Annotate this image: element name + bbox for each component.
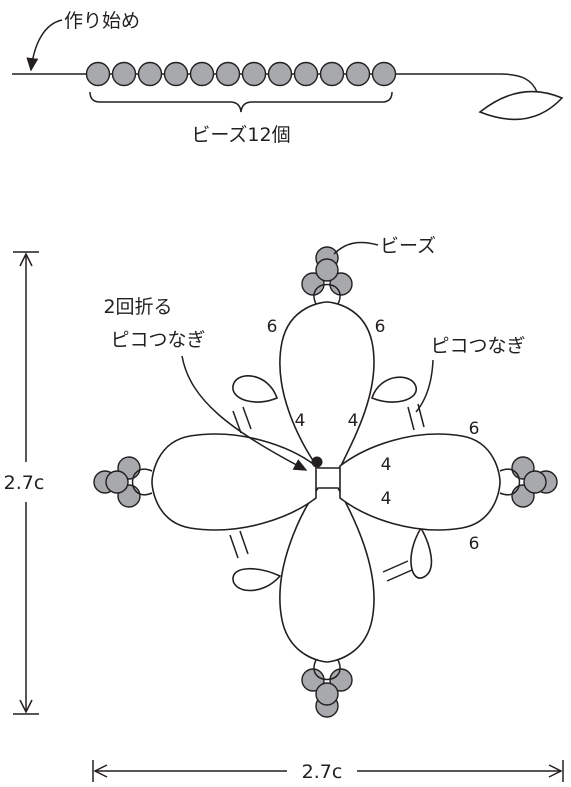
center-dot xyxy=(311,456,323,468)
count-inner-a: 4 xyxy=(295,411,306,431)
bead-row xyxy=(85,61,397,87)
beads-label: ビーズ xyxy=(380,235,436,257)
picot-joins xyxy=(229,403,425,582)
large-ring-left xyxy=(151,433,317,531)
bead xyxy=(85,61,111,87)
picot-join-leader xyxy=(415,359,434,413)
width-dimension: 2.7c xyxy=(92,760,564,783)
count-right-bottom: 6 xyxy=(469,534,480,554)
fold-label-line2: ピコつなぎ xyxy=(110,329,205,351)
start-section: 作り始め ビーズ12個 xyxy=(12,10,564,146)
count-inner-d: 4 xyxy=(381,489,392,509)
bead-bracket xyxy=(89,91,393,113)
bead xyxy=(137,61,163,87)
beads-leader xyxy=(333,241,379,255)
bead xyxy=(215,61,241,87)
fold-label-line1: 2回折る xyxy=(103,296,172,318)
large-ring-right xyxy=(339,433,501,531)
bead xyxy=(345,61,371,87)
bead xyxy=(163,61,189,87)
bead xyxy=(267,61,293,87)
count-inner-c: 4 xyxy=(381,455,392,475)
shuttle-icon xyxy=(478,90,564,121)
motif xyxy=(93,241,558,718)
bead xyxy=(371,61,397,87)
count-inner-b: 4 xyxy=(348,411,359,431)
small-ring-upper-left xyxy=(232,375,279,403)
bead xyxy=(241,61,267,87)
bead xyxy=(319,61,345,87)
width-label: 2.7c xyxy=(302,761,343,783)
count-right-top: 6 xyxy=(469,419,480,439)
bead xyxy=(111,61,137,87)
bead-cluster-bottom xyxy=(301,659,353,718)
small-ring-lower-right xyxy=(410,526,433,579)
large-ring-bottom xyxy=(279,487,375,663)
fold-arrow xyxy=(181,355,308,471)
start-thread xyxy=(12,73,538,93)
bead-count-label: ビーズ12個 xyxy=(191,124,290,146)
small-ring-lower-left xyxy=(232,567,282,592)
count-top-left: 6 xyxy=(267,317,278,337)
bead xyxy=(189,61,215,87)
height-label: 2.7c xyxy=(4,472,45,494)
picot-join-label: ピコつなぎ xyxy=(430,335,525,357)
large-ring-top xyxy=(279,301,375,469)
bead-cluster-left xyxy=(93,456,153,508)
small-rings xyxy=(232,375,433,592)
bead xyxy=(293,61,319,87)
bead-cluster-right xyxy=(499,456,558,508)
count-top-right: 6 xyxy=(375,317,386,337)
bead-cluster-top xyxy=(301,246,353,305)
start-arrow xyxy=(26,19,63,72)
small-ring-upper-right xyxy=(371,376,417,403)
start-label: 作り始め xyxy=(64,10,140,32)
height-dimension: 2.7c xyxy=(4,251,45,715)
